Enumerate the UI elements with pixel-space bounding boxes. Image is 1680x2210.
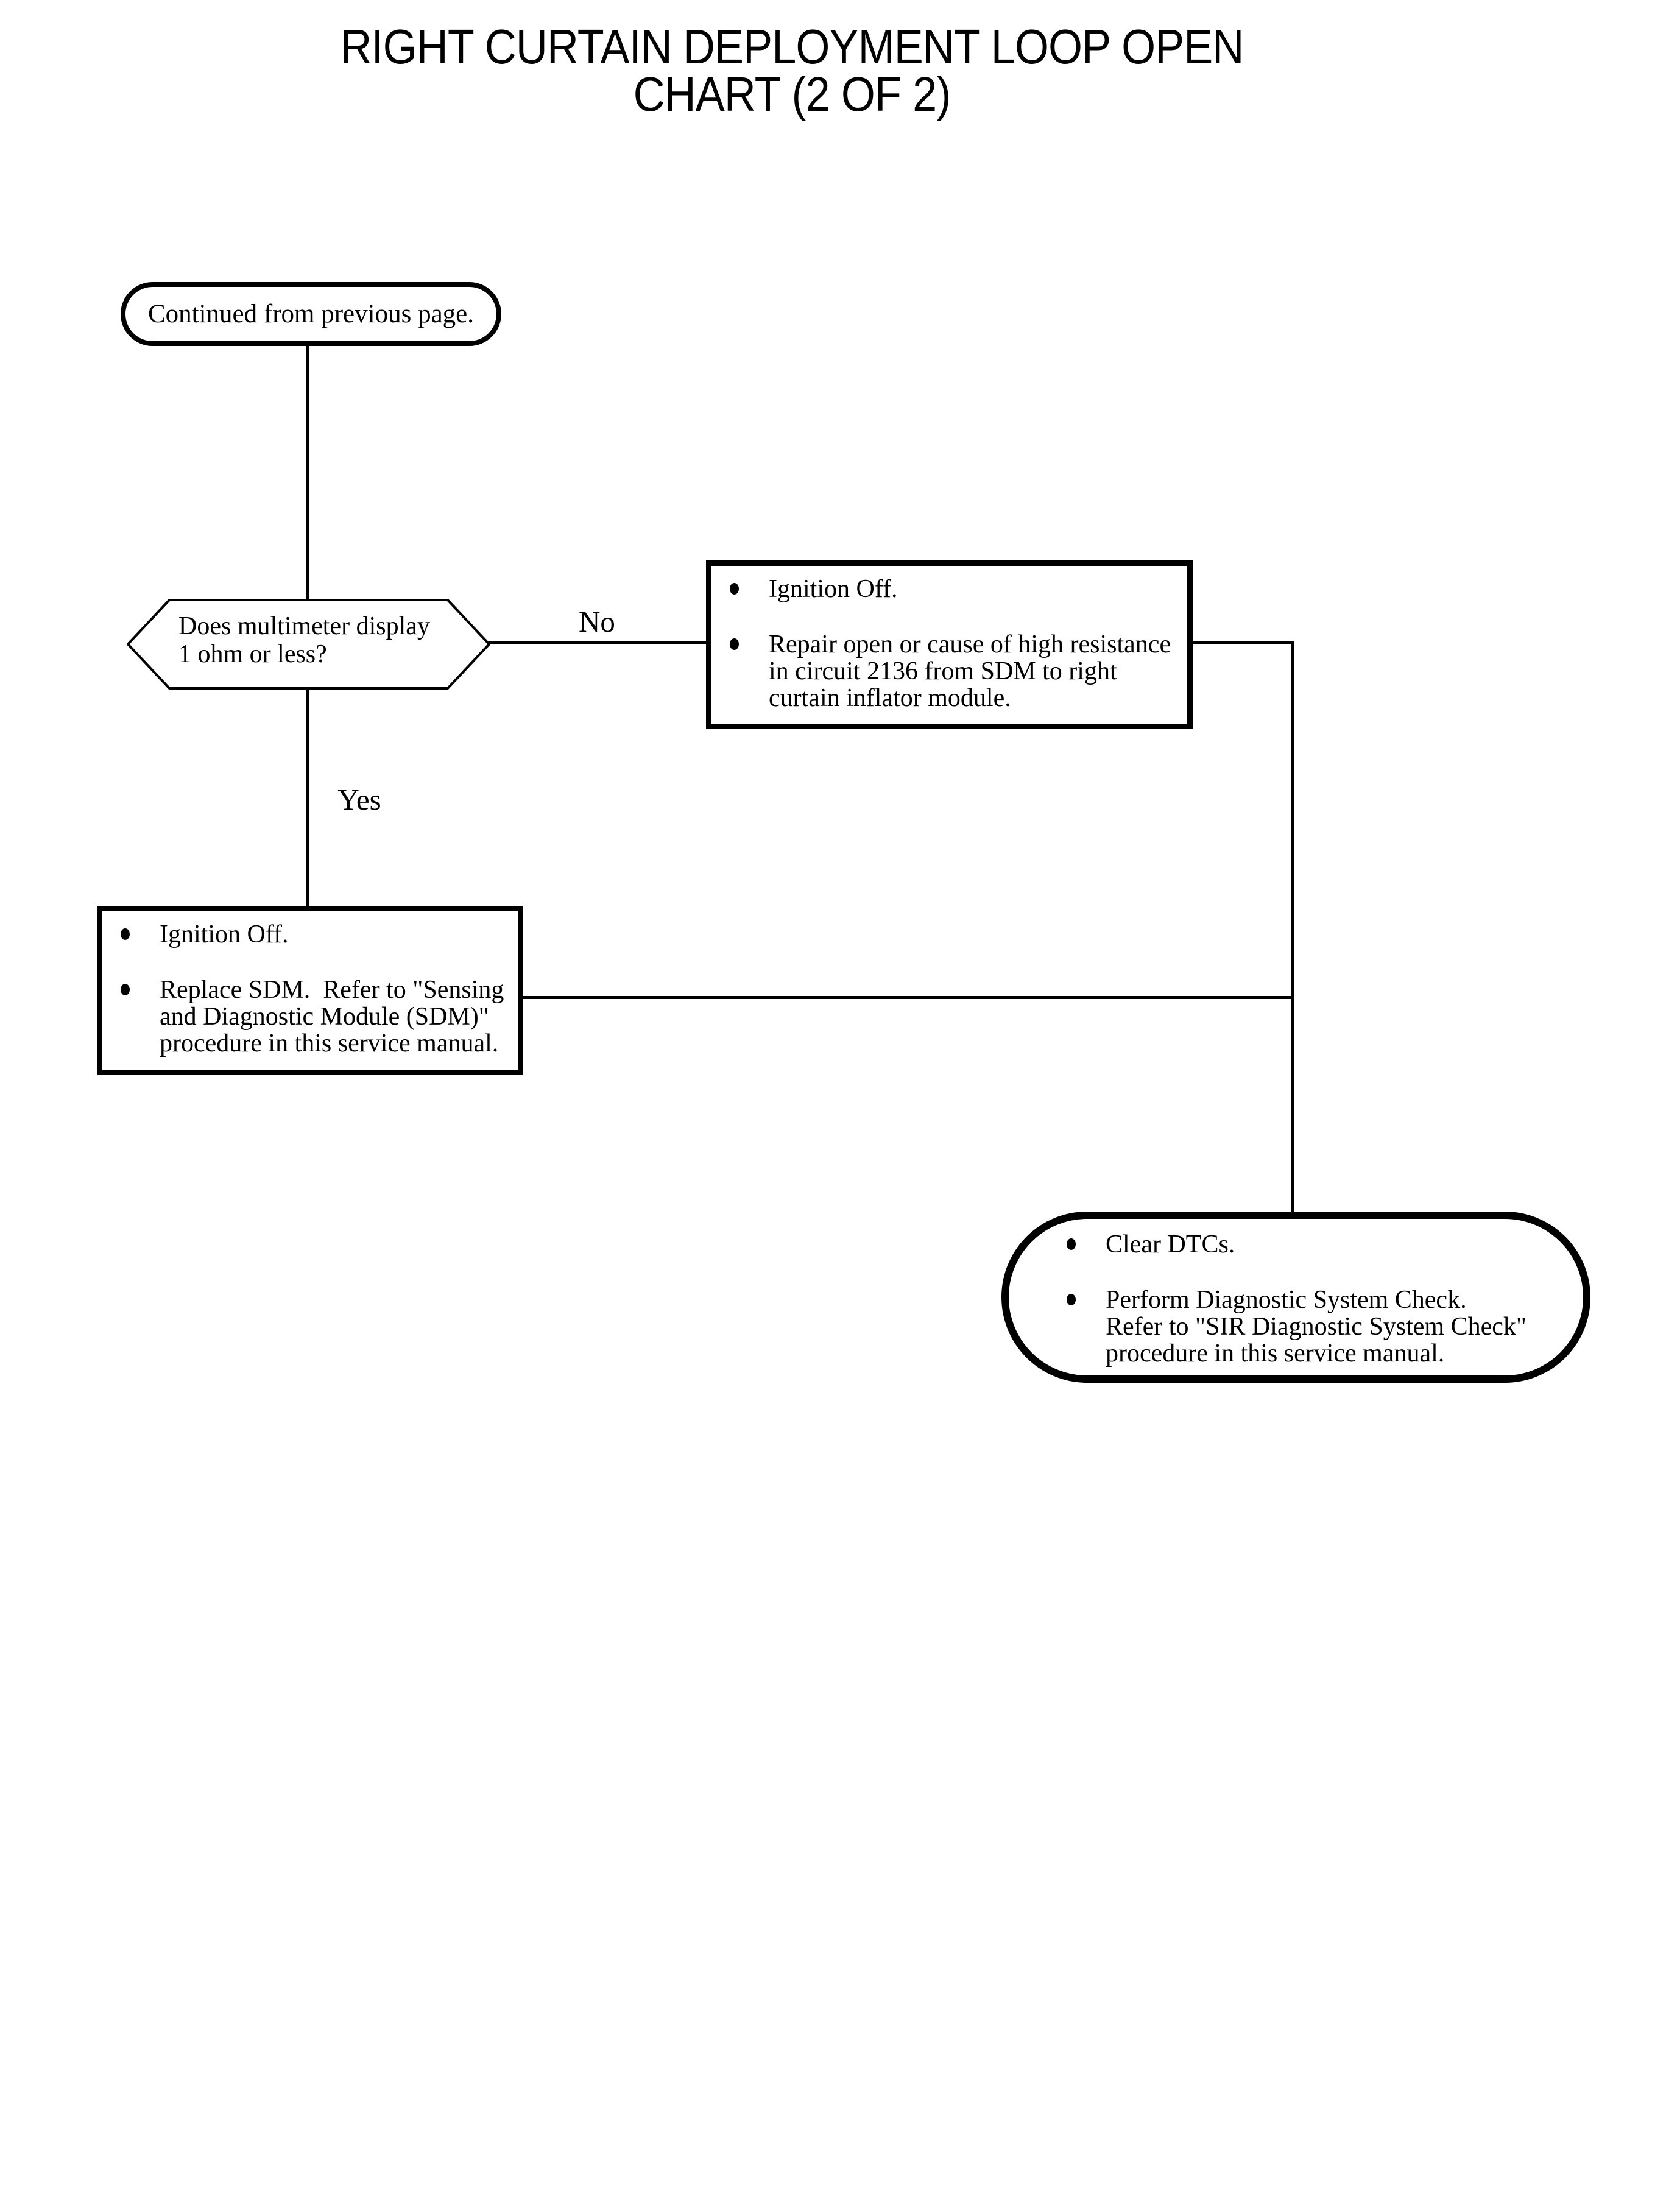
- end-item-2-line-2: Refer to "SIR Diagnostic System Check": [1106, 1313, 1527, 1341]
- list-item: Clear DTCs.: [1067, 1231, 1565, 1258]
- list-item: Ignition Off.: [121, 921, 508, 948]
- no-action-item-2-line-2: in circuit 2136 from SDM to right: [769, 657, 1117, 685]
- branch-label-yes: Yes: [337, 783, 381, 816]
- bullet-icon: [730, 638, 739, 650]
- no-action-item-1: Ignition Off.: [769, 576, 898, 602]
- connector-decision-to-yes-box: [306, 687, 309, 907]
- connector-yes-box-to-end: [521, 996, 1294, 999]
- no-action-item-2-line-3: curtain inflator module.: [769, 684, 1011, 712]
- end-item-2-line-1: Perform Diagnostic System Check.: [1106, 1286, 1467, 1314]
- list-item: Repair open or cause of high resistance …: [730, 631, 1177, 711]
- node-yes-action-box: Ignition Off. Replace SDM. Refer to "Sen…: [97, 906, 523, 1075]
- node-start-terminal: Continued from previous page.: [121, 282, 501, 346]
- decision-line-1: Does multimeter display: [178, 612, 430, 640]
- node-decision-multimeter: Does multimeter display 1 ohm or less?: [126, 599, 491, 690]
- bullet-icon: [1067, 1238, 1076, 1250]
- connector-vertical-to-end-terminal: [1291, 643, 1294, 1214]
- list-item: Perform Diagnostic System Check. Refer t…: [1067, 1287, 1565, 1367]
- bullet-icon: [1067, 1294, 1076, 1305]
- bullet-icon: [121, 984, 130, 995]
- end-item-2-line-3: procedure in this service manual.: [1106, 1340, 1445, 1368]
- yes-action-item-2-line-2: and Diagnostic Module (SDM)": [160, 1003, 489, 1031]
- node-no-action-box: Ignition Off. Repair open or cause of hi…: [706, 560, 1193, 729]
- yes-action-item-2-line-1: Replace SDM. Refer to "Sensing: [160, 976, 504, 1004]
- list-item: Replace SDM. Refer to "Sensing and Diagn…: [121, 976, 508, 1057]
- bullet-icon: [121, 928, 130, 940]
- no-action-item-2-line-1: Repair open or cause of high resistance: [769, 630, 1171, 658]
- connector-decision-to-no-box: [489, 641, 707, 644]
- hexagon-shape: [126, 599, 491, 690]
- branch-label-no: No: [579, 605, 615, 638]
- end-item-1: Clear DTCs.: [1106, 1231, 1235, 1258]
- connector-start-to-decision: [306, 345, 309, 600]
- node-end-terminal: Clear DTCs. Perform Diagnostic System Ch…: [1001, 1212, 1590, 1383]
- page-title-line-1: RIGHT CURTAIN DEPLOYMENT LOOP OPEN: [340, 19, 1244, 74]
- end-item-2: Perform Diagnostic System Check. Refer t…: [1106, 1287, 1526, 1367]
- end-item-1-line-1: Clear DTCs.: [1106, 1230, 1235, 1259]
- page-title-line-2: CHART (2 OF 2): [633, 67, 951, 121]
- no-action-item-2: Repair open or cause of high resistance …: [769, 631, 1171, 711]
- yes-action-item-1-line-1: Ignition Off.: [160, 920, 289, 948]
- decision-text: Does multimeter display 1 ohm or less?: [178, 612, 430, 668]
- connector-no-box-to-end: [1190, 641, 1294, 644]
- page-title: RIGHT CURTAIN DEPLOYMENT LOOP OPEN CHART…: [79, 19, 1505, 121]
- list-item: Ignition Off.: [730, 576, 1177, 602]
- decision-line-2: 1 ohm or less?: [178, 640, 327, 668]
- bullet-icon: [730, 583, 739, 595]
- no-action-item-1-line-1: Ignition Off.: [769, 575, 898, 603]
- yes-action-item-2: Replace SDM. Refer to "Sensing and Diagn…: [160, 976, 504, 1057]
- start-terminal-label: Continued from previous page.: [147, 300, 474, 328]
- yes-action-item-1: Ignition Off.: [160, 921, 289, 948]
- yes-action-item-2-line-3: procedure in this service manual.: [160, 1029, 499, 1057]
